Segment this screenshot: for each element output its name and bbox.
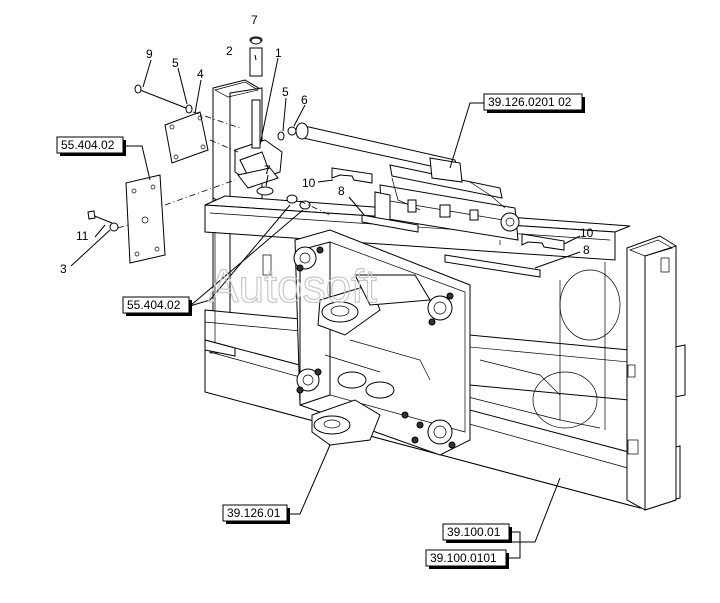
callout-8-right: 8	[583, 243, 590, 257]
ref-label-frame-a: 39.100.01	[447, 525, 501, 539]
callout-2: 2	[226, 44, 233, 58]
ref-label-cylinder: 39.126.0201 02	[488, 95, 572, 109]
callout-10-left: 10	[302, 176, 316, 190]
assembly-lines	[117, 111, 331, 229]
ref-bracket-frame	[509, 531, 521, 559]
carriage-assembly	[293, 229, 471, 456]
ref-box-cylinder[interactable]: 39.126.0201 02	[483, 93, 585, 113]
wear-pads	[331, 167, 565, 278]
ref-box-plate-lower[interactable]: 55.404.02	[122, 296, 192, 316]
callout-7-top: 7	[251, 13, 258, 27]
callout-10-right: 10	[580, 226, 594, 240]
ref-box-carriage[interactable]: 39.126.01	[222, 504, 290, 524]
callout-1: 1	[275, 46, 282, 60]
ref-label-carriage: 39.126.01	[227, 506, 281, 520]
callout-5-right: 5	[282, 85, 289, 99]
cylinder-assembly	[295, 122, 520, 245]
leader-lines	[70, 54, 581, 543]
callout-4: 4	[197, 67, 204, 81]
exploded-parts	[87, 36, 311, 264]
callout-3: 3	[60, 262, 67, 276]
callout-6: 6	[301, 93, 308, 107]
callout-8-left: 8	[338, 184, 345, 198]
ref-label-plate-left: 55.404.02	[61, 138, 115, 152]
callout-numbers: 7 2 1 9 5 4 5 6 7 10 8 10 8 11 3	[60, 13, 594, 276]
callout-9: 9	[146, 47, 153, 61]
ref-box-frame-b[interactable]: 39.100.0101	[425, 549, 509, 569]
watermark-text: Autosoft	[208, 260, 377, 312]
ref-box-frame-a[interactable]: 39.100.01	[442, 523, 512, 543]
callout-5-left: 5	[172, 56, 179, 70]
callout-7-lower: 7	[264, 163, 271, 177]
ref-label-frame-b: 39.100.0101	[430, 551, 497, 565]
ref-box-plate-left[interactable]: 55.404.02	[56, 136, 126, 156]
ref-label-plate-lower: 55.404.02	[127, 298, 181, 312]
callout-11: 11	[76, 229, 89, 243]
